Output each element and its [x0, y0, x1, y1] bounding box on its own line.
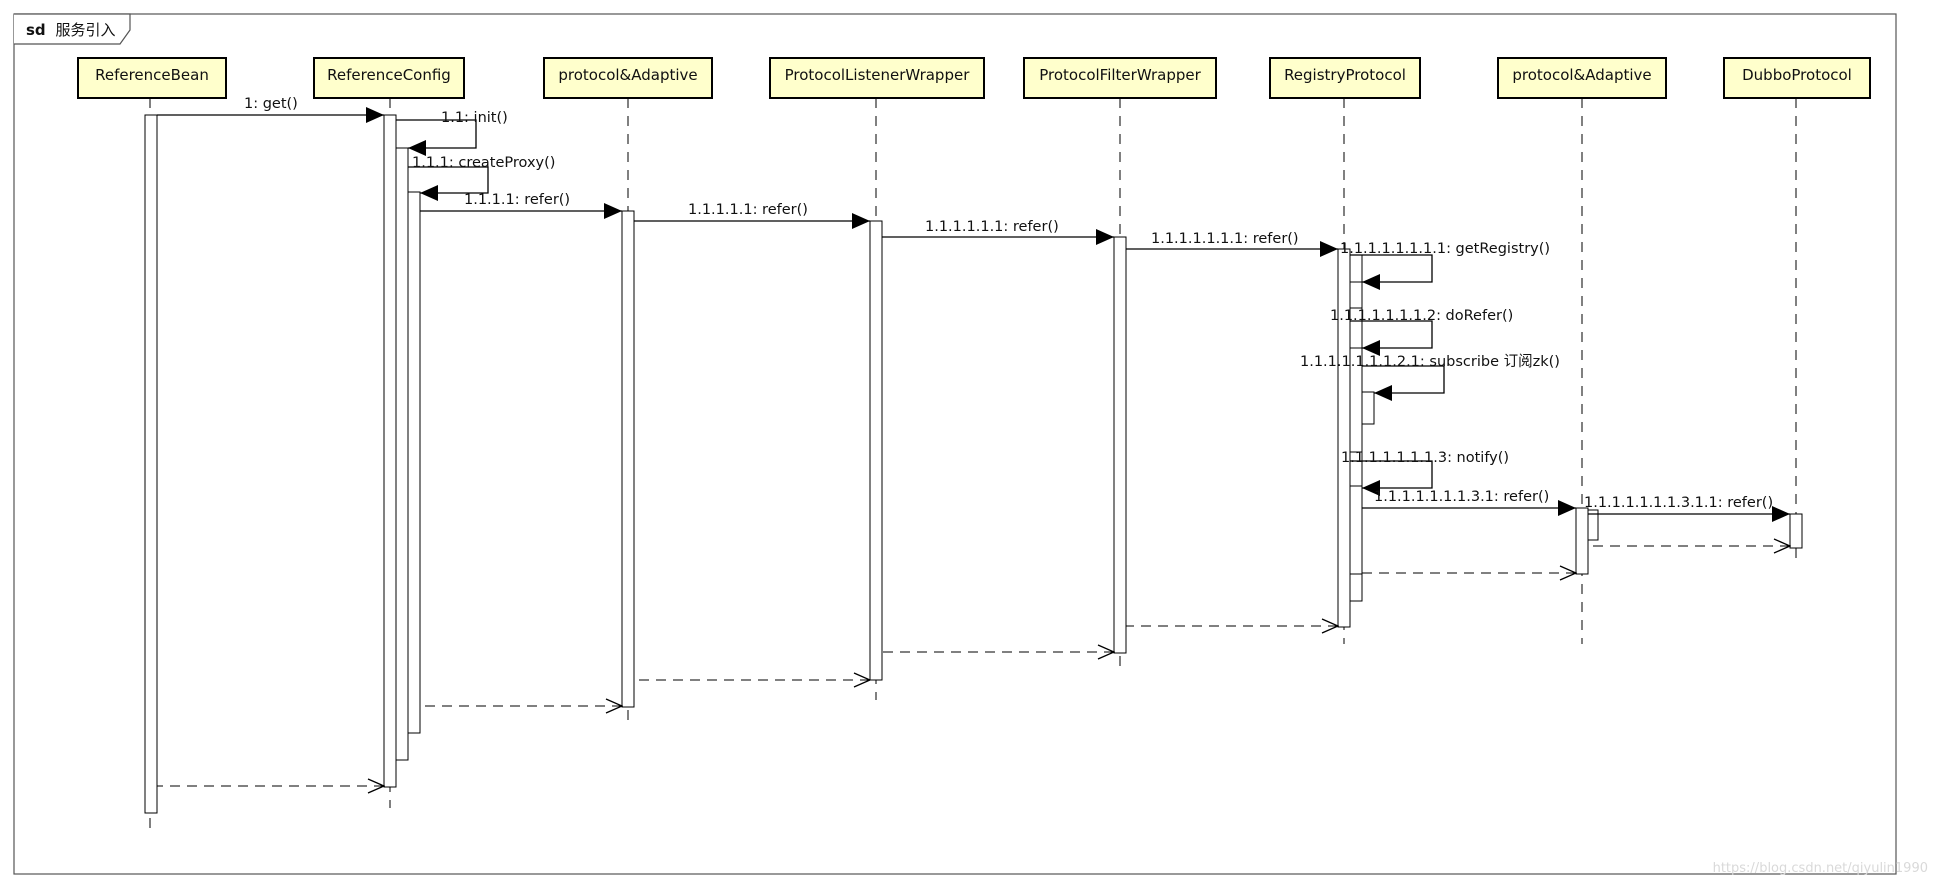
frame-title-tab: [14, 13, 131, 45]
diagram-frame: [13, 13, 1897, 875]
participant-label: protocol&Adaptive: [1512, 66, 1651, 84]
participant-label: RegistryProtocol: [1284, 66, 1406, 84]
frame-title: sd 服务引入: [26, 21, 115, 39]
watermark: https://blog.csdn.net/qiyulin1990: [1713, 861, 1928, 876]
participant-dubbo-protocol: DubboProtocol: [1723, 57, 1871, 99]
message-arrow-init: [396, 119, 477, 156]
participant-protocol-listener-wrapper: ProtocolListenerWrapper: [769, 57, 985, 99]
activation-reference-config-init: [395, 147, 409, 761]
message-label-subscribe: 1.1.1.1.1.1.1.2.1: subscribe 订阅zk(): [1300, 353, 1560, 370]
activation-dubbo-protocol: [1789, 513, 1803, 549]
activation-protocol-listener-wrapper: [869, 220, 883, 681]
participant-box: [1723, 57, 1871, 99]
participant-box: [1023, 57, 1217, 99]
activation-reference-config-create-proxy: [407, 191, 421, 734]
participant-protocol-adaptive-2: protocol&Adaptive: [1497, 57, 1667, 99]
participant-label: ReferenceBean: [95, 66, 209, 84]
participant-box: [77, 57, 227, 99]
participant-protocol-filter-wrapper: ProtocolFilterWrapper: [1023, 57, 1217, 99]
participant-protocol-adaptive-1: protocol&Adaptive: [543, 57, 713, 99]
message-label-notify: 1.1.1.1.1.1.1.3: notify(): [1341, 450, 1509, 466]
message-arrow-subscribe: [1362, 365, 1445, 401]
message-label-do-refer: 1.1.1.1.1.1.1.2: doRefer(): [1330, 308, 1513, 324]
participant-label: protocol&Adaptive: [558, 66, 697, 84]
message-label-refer-1: 1.1.1.1: refer(): [464, 192, 570, 208]
message-label-refer-5: 1.1.1.1.1.1.1.3.1: refer(): [1374, 489, 1549, 505]
participant-reference-config: ReferenceConfig: [313, 57, 465, 99]
message-arrow-create-proxy: [408, 166, 489, 201]
message-label-refer-3: 1.1.1.1.1.1: refer(): [925, 219, 1059, 235]
participant-box: [1497, 57, 1667, 99]
participant-box: [313, 57, 465, 99]
activation-registry-protocol-subscribe: [1361, 391, 1375, 425]
activation-protocol-adaptive-2-nested: [1587, 509, 1599, 541]
message-arrow-get-registry: [1350, 254, 1433, 290]
activation-registry-protocol: [1337, 248, 1351, 628]
participant-reference-bean: ReferenceBean: [77, 57, 227, 99]
message-arrow-notify: [1350, 460, 1433, 496]
participant-label: DubboProtocol: [1742, 66, 1852, 84]
activation-protocol-adaptive-1: [621, 210, 635, 708]
message-label-init: 1.1: init(): [441, 110, 508, 126]
message-label-create-proxy: 1.1.1: createProxy(): [412, 155, 555, 171]
message-arrow-do-refer: [1350, 320, 1433, 356]
participant-registry-protocol: RegistryProtocol: [1269, 57, 1421, 99]
activation-reference-config: [383, 114, 397, 788]
message-label-refer-4: 1.1.1.1.1.1.1: refer(): [1151, 231, 1299, 247]
message-label-refer-6: 1.1.1.1.1.1.1.3.1.1: refer(): [1584, 495, 1773, 511]
participant-label: ProtocolListenerWrapper: [785, 66, 971, 84]
frame-title-bold: sd: [26, 21, 46, 39]
participant-label: ReferenceConfig: [327, 66, 451, 84]
message-label-get-registry: 1.1.1.1.1.1.1.1: getRegistry(): [1340, 241, 1550, 257]
participant-box: [543, 57, 713, 99]
participant-box: [1269, 57, 1421, 99]
activation-protocol-filter-wrapper: [1113, 236, 1127, 654]
participant-box: [769, 57, 985, 99]
message-label-get: 1: get(): [244, 96, 298, 112]
message-label-refer-2: 1.1.1.1.1: refer(): [688, 202, 808, 218]
activation-reference-bean: [144, 114, 158, 814]
frame-title-text: 服务引入: [55, 21, 115, 39]
activation-protocol-adaptive-2: [1575, 507, 1589, 575]
participant-label: ProtocolFilterWrapper: [1039, 66, 1201, 84]
activation-registry-protocol-notify: [1349, 485, 1363, 575]
activation-registry-protocol-get-registry: [1349, 281, 1363, 309]
